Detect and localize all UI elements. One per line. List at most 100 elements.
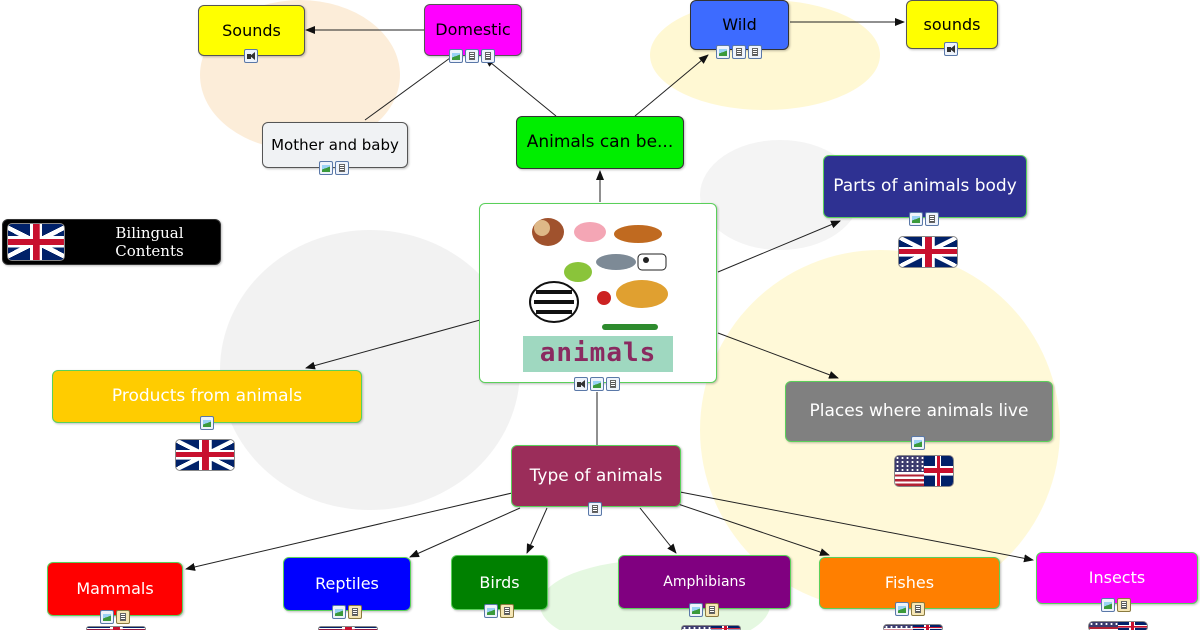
speaker-icon[interactable] [574, 377, 588, 391]
image-icon[interactable] [100, 610, 114, 624]
places-icons [911, 436, 925, 450]
document-icon[interactable] [500, 604, 514, 618]
uk-flag-icon [7, 223, 65, 261]
node-insects[interactable]: Insects [1036, 552, 1198, 604]
node-reptiles-label: Reptiles [315, 574, 379, 594]
link-center-products [305, 319, 481, 370]
node-mammals-label: Mammals [76, 579, 154, 599]
amphibians-icons [689, 603, 719, 617]
node-domestic[interactable]: Domestic [424, 4, 522, 56]
link-center-parts [717, 220, 841, 273]
document-icon[interactable] [911, 602, 925, 616]
node-animals-can-be-label: Animals can be... [526, 132, 674, 153]
us-uk-flag-icon[interactable] [894, 455, 954, 487]
document-icon[interactable] [606, 377, 620, 391]
image-icon[interactable] [319, 161, 333, 175]
image-icon[interactable] [716, 45, 730, 59]
document-icon[interactable] [748, 45, 762, 59]
node-domestic-label: Domestic [435, 20, 511, 40]
mammals-icons [100, 610, 130, 624]
fishes-icons [895, 602, 925, 616]
node-type-label: Type of animals [529, 465, 663, 486]
link-canbe-wild [634, 54, 709, 117]
us-uk-flag-icon[interactable] [883, 624, 943, 630]
link-center-places [717, 332, 839, 379]
bilingual-contents-label: Bilingual Contents [115, 224, 184, 260]
central-node-icons [574, 377, 620, 391]
us-uk-flag-icon[interactable] [1088, 621, 1148, 630]
node-mother-baby[interactable]: Mother and baby [262, 122, 408, 168]
document-icon[interactable] [348, 605, 362, 619]
node-products-label: Products from animals [111, 386, 303, 407]
sounds-right-icons [944, 42, 958, 56]
node-insects-label: Insects [1088, 568, 1146, 588]
image-icon[interactable] [449, 49, 463, 63]
node-parts-body[interactable]: Parts of animals body [823, 155, 1027, 218]
wild-icons [716, 45, 762, 59]
node-sounds-right[interactable]: sounds [906, 0, 998, 49]
image-icon[interactable] [590, 377, 604, 391]
document-icon[interactable] [732, 45, 746, 59]
node-animals-can-be[interactable]: Animals can be... [516, 116, 684, 169]
link-type-amphibians [639, 507, 677, 554]
image-icon[interactable] [484, 604, 498, 618]
node-amphibians[interactable]: Amphibians [618, 555, 791, 609]
document-icon[interactable] [705, 603, 719, 617]
speaker-icon[interactable] [244, 49, 258, 63]
link-type-mammals [185, 492, 513, 571]
node-mammals[interactable]: Mammals [47, 562, 183, 616]
animals-title-banner: animals [523, 336, 673, 372]
node-products[interactable]: Products from animals [52, 370, 362, 423]
birds-icons [484, 604, 514, 618]
node-sounds-right-label: sounds [923, 14, 981, 34]
bilingual-contents-badge[interactable]: Bilingual Contents [2, 219, 221, 265]
link-type-insects [679, 491, 1034, 563]
node-wild[interactable]: Wild [690, 0, 789, 50]
node-wild-label: Wild [722, 15, 757, 35]
node-places[interactable]: Places where animals live [785, 381, 1053, 442]
image-icon[interactable] [909, 212, 923, 226]
link-type-birds [526, 507, 548, 554]
node-reptiles[interactable]: Reptiles [283, 557, 411, 611]
node-places-label: Places where animals live [809, 401, 1029, 422]
node-mother-baby-label: Mother and baby [271, 136, 399, 154]
mother-baby-icons [319, 161, 349, 175]
node-birds[interactable]: Birds [451, 555, 548, 610]
image-icon[interactable] [895, 602, 909, 616]
us-uk-flag-icon[interactable] [681, 625, 741, 630]
products-icons [200, 416, 214, 430]
domestic-icons [449, 49, 495, 63]
node-parts-body-label: Parts of animals body [833, 176, 1017, 197]
speaker-icon[interactable] [944, 42, 958, 56]
image-icon[interactable] [911, 436, 925, 450]
uk-flag-icon[interactable] [318, 626, 378, 630]
node-amphibians-label: Amphibians [663, 573, 746, 590]
image-icon[interactable] [332, 605, 346, 619]
insects-icons [1101, 598, 1131, 612]
uk-flag-icon[interactable] [898, 236, 958, 268]
image-icon[interactable] [200, 416, 214, 430]
image-icon[interactable] [1101, 598, 1115, 612]
central-animals-image-node[interactable]: animals [479, 203, 717, 383]
node-birds-label: Birds [479, 572, 520, 592]
document-icon[interactable] [465, 49, 479, 63]
document-icon[interactable] [925, 212, 939, 226]
document-icon[interactable] [588, 502, 602, 516]
parts-body-icons [909, 212, 939, 226]
document-icon[interactable] [335, 161, 349, 175]
document-icon[interactable] [116, 610, 130, 624]
node-type-of-animals[interactable]: Type of animals [511, 445, 681, 507]
node-fishes[interactable]: Fishes [819, 557, 1000, 609]
type-icons [588, 502, 602, 516]
animals-title-text: animals [539, 338, 657, 369]
document-icon[interactable] [481, 49, 495, 63]
image-icon[interactable] [689, 603, 703, 617]
link-type-fishes [674, 502, 830, 556]
document-icon[interactable] [1117, 598, 1131, 612]
link-domestic-mother [364, 57, 451, 121]
uk-flag-icon[interactable] [175, 439, 235, 471]
node-sounds-left-label: Sounds [222, 20, 281, 40]
uk-flag-icon[interactable] [86, 626, 146, 630]
